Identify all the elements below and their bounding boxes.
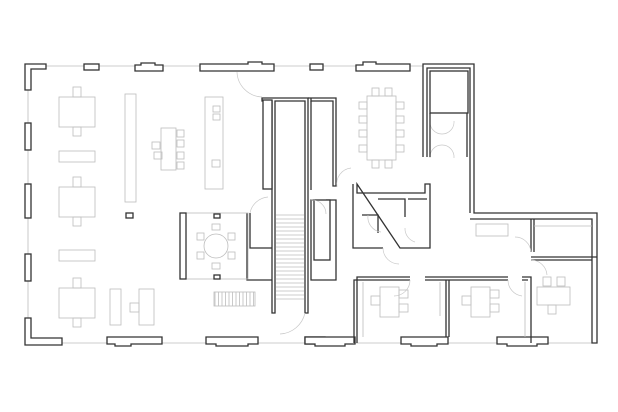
desk-cluster <box>58 96 96 128</box>
desk-cluster <box>58 287 96 319</box>
shelf <box>124 93 137 203</box>
wc-core <box>352 181 431 265</box>
stair-core: (function(){var g=document.currentScript… <box>213 97 337 314</box>
dining-table <box>160 127 177 171</box>
offices-bottom <box>353 219 597 343</box>
conference-table <box>366 95 397 161</box>
sofa <box>475 223 509 237</box>
exterior-walls <box>24 61 598 347</box>
bench <box>179 212 187 280</box>
desk-cluster <box>58 186 96 218</box>
kitchen-island <box>204 96 224 190</box>
wc-left <box>246 196 272 281</box>
doors <box>236 71 468 335</box>
stair-treads: (function(){var g=document.currentScript… <box>213 214 304 307</box>
furniture <box>58 86 571 328</box>
round-table <box>203 233 229 259</box>
